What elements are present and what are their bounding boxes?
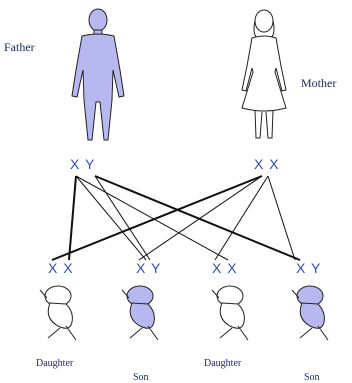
- child-2-chromosomes: X Y: [136, 260, 161, 276]
- father-chromosomes: X Y: [70, 156, 95, 172]
- inheritance-lines: [52, 176, 300, 260]
- child-4-chromosome-1: X: [296, 260, 306, 276]
- father-chromosome-2: Y: [85, 156, 95, 172]
- child-3-label: Daughter: [204, 358, 241, 369]
- child-2-chromosome-1: X: [136, 260, 146, 276]
- child-3-chromosomes: X X: [212, 260, 238, 276]
- daughter-2-figure: [212, 286, 248, 340]
- mother-figure: [242, 10, 286, 138]
- child-3-chromosome-1: X: [212, 260, 222, 276]
- child-1-chromosome-1: X: [48, 260, 58, 276]
- mother-chromosomes: X X: [254, 156, 280, 172]
- child-1-chromosomes: X X: [48, 260, 74, 276]
- child-2-chromosome-2: Y: [151, 260, 161, 276]
- father-label: Father: [4, 40, 35, 55]
- child-1-chromosome-2: X: [63, 260, 73, 276]
- child-1-label: Daughter: [36, 358, 73, 369]
- mother-chromosome-2: X: [269, 156, 279, 172]
- son-1-figure: [122, 286, 158, 340]
- mother-chromosome-1: X: [254, 156, 264, 172]
- child-3-chromosome-2: X: [227, 260, 237, 276]
- father-figure: [72, 9, 124, 140]
- child-4-chromosome-2: Y: [311, 260, 321, 276]
- son-2-figure: [292, 286, 328, 340]
- father-chromosome-1: X: [70, 156, 80, 172]
- child-4-chromosomes: X Y: [296, 260, 321, 276]
- daughter-1-figure: [40, 286, 76, 340]
- mother-label: Mother: [301, 76, 336, 91]
- child-2-label: Son: [133, 372, 149, 383]
- child-4-label: Son: [304, 372, 320, 383]
